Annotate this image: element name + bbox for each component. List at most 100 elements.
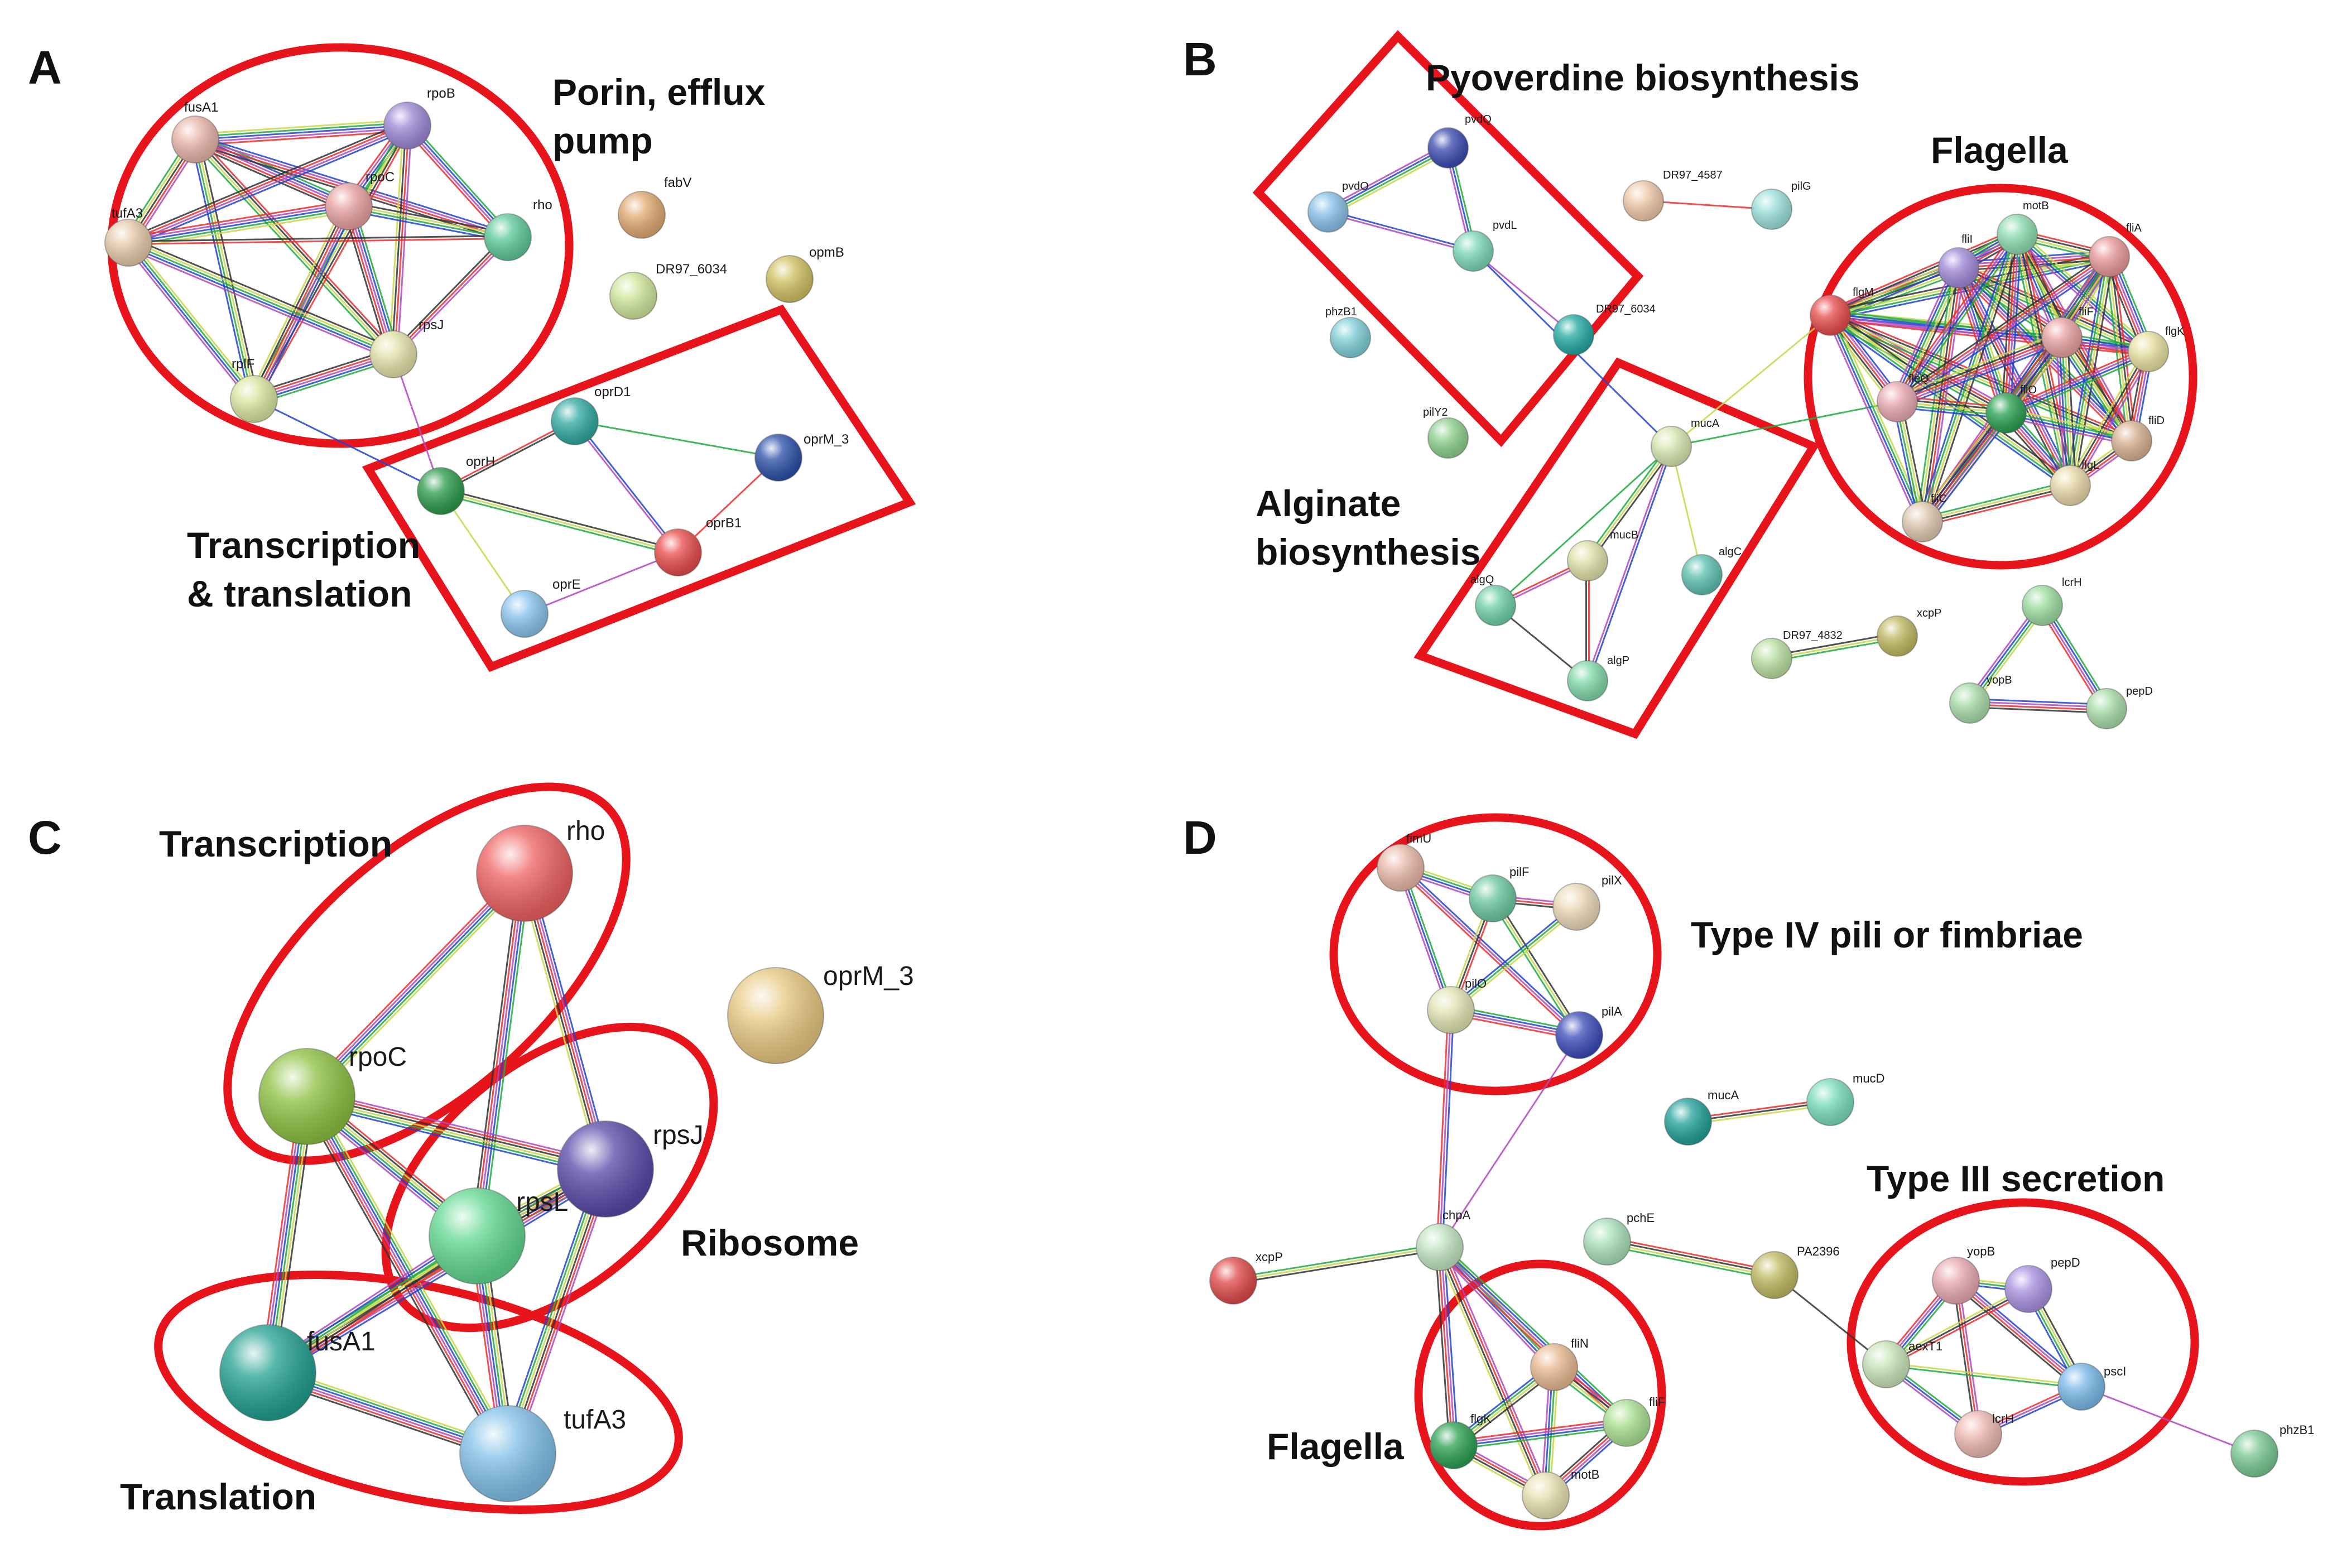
- protein-node-shine: [1997, 214, 2037, 254]
- edge-strand: [1441, 1010, 1455, 1248]
- edge-strand: [479, 873, 528, 1237]
- network-edge: [191, 136, 397, 358]
- edge-strand: [127, 200, 348, 238]
- edge-strand: [304, 870, 523, 1095]
- protein-node-shine: [370, 331, 417, 378]
- protein-node-label: oprM_3: [823, 961, 914, 991]
- protein-node-shine: [417, 468, 464, 514]
- protein-node-shine: [1682, 555, 1722, 595]
- edge-strand: [1670, 446, 1703, 575]
- protein-node: tufA3: [104, 206, 152, 267]
- protein-node-shine: [766, 256, 813, 302]
- edge-strand: [1585, 445, 1671, 681]
- protein-node: fliN: [1530, 1336, 1589, 1391]
- protein-node: DR97_4587: [1623, 169, 1723, 222]
- edge-strand: [124, 244, 252, 402]
- highlight-flagella-d: [1414, 1259, 1666, 1531]
- protein-node-label: DR97_6034: [1596, 303, 1656, 315]
- edge-strand: [129, 239, 395, 353]
- nodes-b: pvdQpvdOpvdLDR97_6034DR97_4587pilGphzB1p…: [1307, 113, 2185, 729]
- edge-strand: [1436, 1249, 1552, 1371]
- network-edge: [403, 122, 512, 241]
- edge-strand: [2006, 352, 2150, 415]
- edge-strand: [1829, 315, 2132, 443]
- protein-node-shine: [1475, 585, 1516, 626]
- edge-strand: [1687, 1101, 1831, 1123]
- edge-strand: [300, 1099, 503, 1458]
- protein-node-label: flgM: [1853, 286, 1874, 299]
- network-edge: [1494, 445, 1672, 607]
- protein-node-shine: [2050, 465, 2090, 506]
- protein-node-label: fliF: [1649, 1395, 1665, 1409]
- protein-node-shine: [429, 1188, 525, 1284]
- protein-node-label: rpsJ: [653, 1120, 704, 1150]
- protein-node-shine: [1416, 1224, 1463, 1271]
- edge-strand: [1442, 1247, 1459, 1445]
- edge-strand: [1438, 1247, 1627, 1425]
- protein-node-shine: [2022, 585, 2062, 626]
- edge-strand: [440, 490, 526, 614]
- network-edge: [253, 398, 441, 492]
- edge-strand: [2055, 338, 2066, 486]
- protein-node-label: algC: [1719, 546, 1742, 558]
- edge-strand: [1586, 446, 1672, 561]
- edge-strand: [305, 1099, 605, 1174]
- protein-node-label: pchE: [1627, 1211, 1655, 1225]
- protein-node-label: pvdO: [1342, 180, 1369, 193]
- edge-strand: [1436, 1249, 1624, 1427]
- edge-strand: [302, 868, 521, 1094]
- edge-strand: [308, 874, 527, 1099]
- edge-strand: [1953, 1283, 2080, 1391]
- edge-strand: [392, 354, 442, 492]
- edge-strand: [1328, 210, 1474, 251]
- network-edge: [1606, 1237, 1776, 1280]
- highlight-type-iv-pili: [1329, 813, 1662, 1095]
- panel-letter-a: A: [28, 41, 62, 94]
- network-edge: [1232, 1243, 1441, 1285]
- protein-node-label: xcpP: [1256, 1250, 1283, 1264]
- edge-strand: [1435, 1248, 1543, 1498]
- network-edge: [574, 420, 779, 459]
- edge-strand: [1442, 1243, 1631, 1421]
- protein-node: DR97_6034: [609, 262, 727, 320]
- edge-strand: [271, 1174, 610, 1379]
- edge-strand: [1489, 899, 1578, 1037]
- edge-strand: [470, 872, 520, 1235]
- network-edge: [1448, 903, 1579, 1013]
- network-edge: [1917, 408, 2012, 526]
- network-edge: [1473, 250, 1574, 336]
- network-edge: [1398, 865, 1582, 1038]
- edge-strand: [2081, 1386, 2255, 1455]
- network-edge: [2081, 1386, 2255, 1455]
- network-edge: [128, 235, 508, 245]
- edge-strand: [1440, 1245, 1628, 1423]
- protein-node: pscI: [2057, 1363, 2126, 1411]
- protein-node-label: oprH: [466, 454, 495, 469]
- network-edge: [1435, 1247, 1459, 1446]
- edge-strand: [1925, 235, 2022, 523]
- protein-node-label: fliN: [1571, 1336, 1589, 1350]
- edge-strand: [195, 122, 407, 138]
- protein-node-shine: [1531, 1344, 1578, 1391]
- protein-node: motB: [1997, 200, 2049, 255]
- edge-strand: [253, 353, 394, 400]
- edge-strand: [1895, 233, 2017, 402]
- protein-node-label: pilF: [1509, 865, 1529, 879]
- protein-node-label: oprE: [552, 577, 581, 592]
- edge-strand: [198, 136, 397, 352]
- protein-node: opmB: [766, 245, 844, 303]
- edge-strand: [1919, 411, 2005, 521]
- edge-strand: [1970, 701, 2107, 709]
- edge-strand: [307, 1095, 510, 1454]
- protein-node-label: fusA1: [307, 1327, 376, 1357]
- protein-node: fabV: [618, 175, 691, 239]
- edge-strand: [440, 493, 678, 556]
- edge-strand: [193, 140, 254, 400]
- edge-strand: [1440, 1246, 1548, 1495]
- edge-strand: [255, 359, 396, 405]
- edge-strand: [1232, 1243, 1440, 1279]
- protein-node-label: opmB: [809, 245, 844, 260]
- protein-node: rpsJ: [369, 318, 444, 378]
- edge-strand: [128, 205, 349, 244]
- edge-strand: [511, 1170, 610, 1455]
